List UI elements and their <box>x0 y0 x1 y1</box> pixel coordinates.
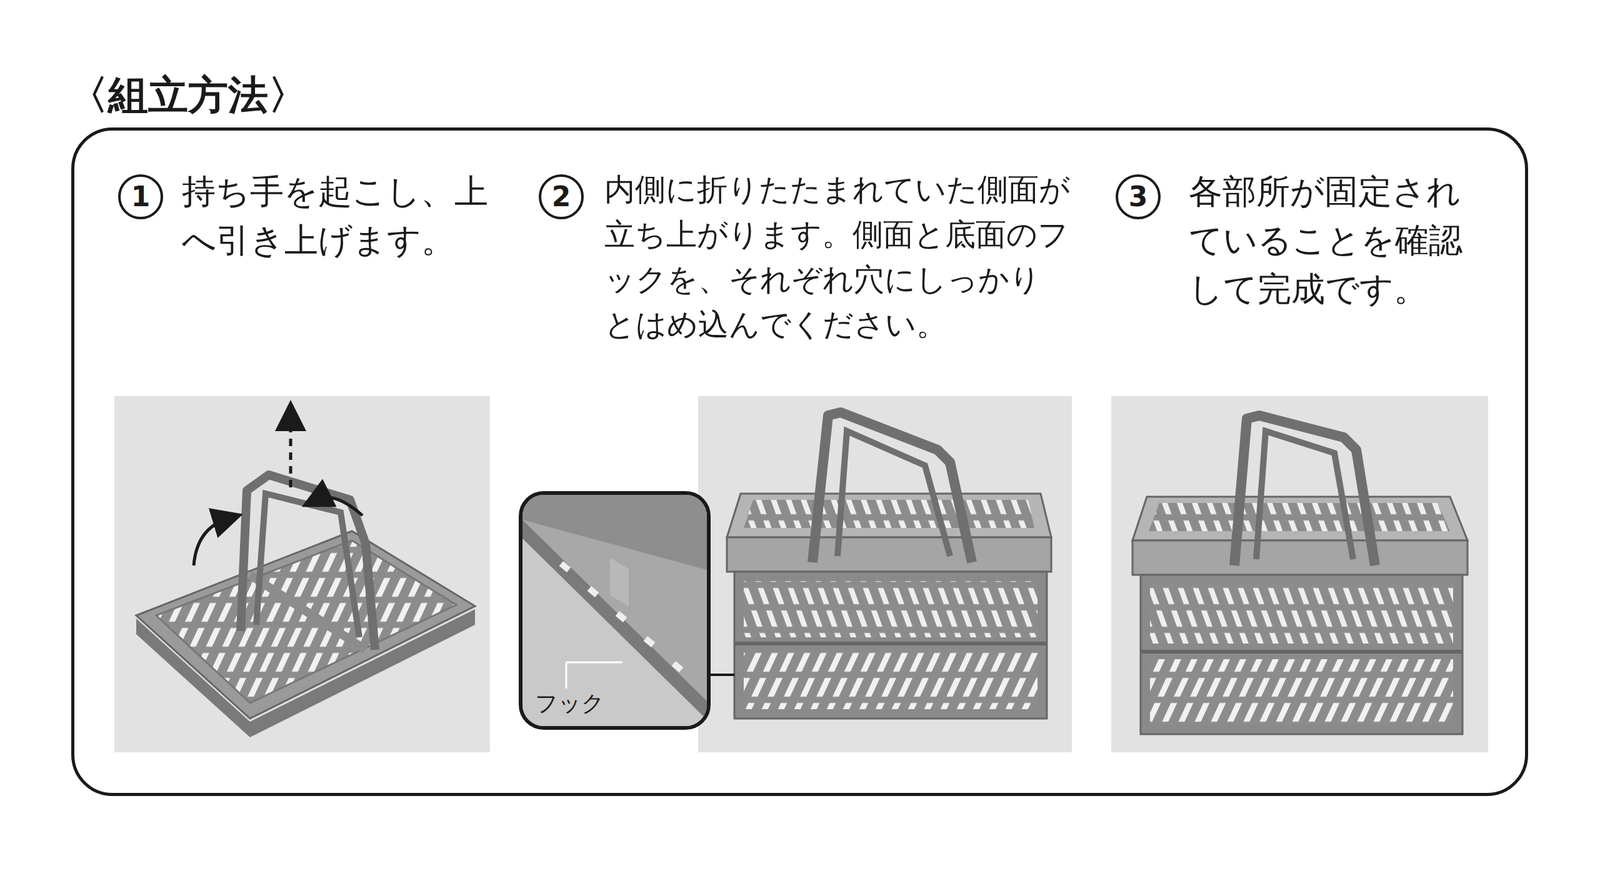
section-title: 〈組立方法〉 <box>68 68 309 123</box>
step-instruction: 持ち手を起こし、上へ引き上げます。 <box>181 167 514 265</box>
photo-unfolding-basket <box>698 396 1072 753</box>
step-instruction: 各部所が固定されていることを確認して完成です。 <box>1188 167 1483 314</box>
step-instruction: 内側に折りたたまれていた側面が立ち上がります。側面と底面のフックを、それぞれ穴に… <box>604 167 1070 348</box>
step-number-text: 2 <box>551 183 572 211</box>
photo-assembled-basket <box>1111 396 1489 753</box>
step-number-text: 3 <box>1128 183 1149 211</box>
part-label: フック <box>532 688 607 720</box>
step-number: 2 <box>538 174 584 220</box>
step-number-text: 1 <box>131 183 151 211</box>
step-number: 3 <box>1115 174 1161 220</box>
photo-folded-basket <box>114 396 490 753</box>
step-number: 1 <box>118 174 164 220</box>
closeup-callout: フック <box>518 491 711 730</box>
